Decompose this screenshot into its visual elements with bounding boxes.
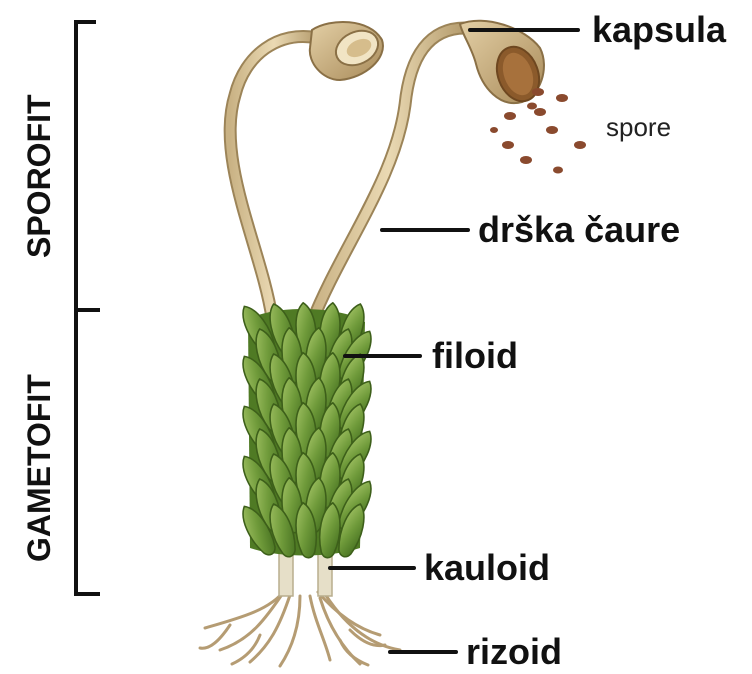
kapsula-label: kapsula (592, 9, 727, 50)
kauloid-label: kauloid (424, 547, 550, 588)
drska-caure-label: drška čaure (478, 209, 680, 250)
rhizoids (200, 590, 400, 666)
sporofit-label: SPOROFIT (21, 94, 57, 258)
spore-label: spore (606, 112, 671, 142)
left-capsule (310, 22, 384, 80)
gametofit-label: GAMETOFIT (21, 374, 57, 562)
gametofit-bracket (76, 310, 100, 594)
rizoid-label: rizoid (466, 631, 562, 672)
filoid-label: filoid (432, 335, 518, 376)
sporofit-bracket (76, 22, 100, 310)
filoid-leaves (236, 301, 378, 560)
